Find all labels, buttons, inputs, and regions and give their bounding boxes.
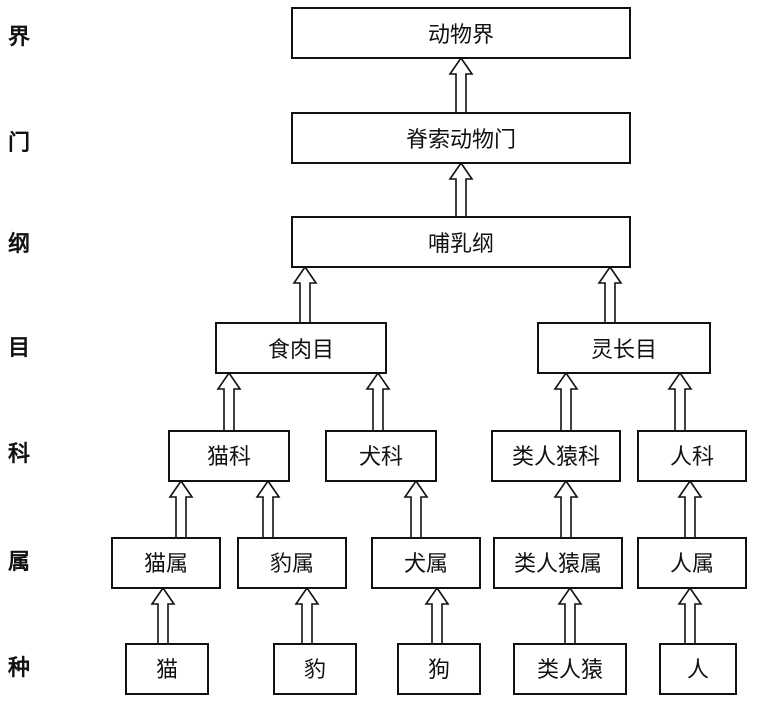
arrow-primates-pongidae bbox=[553, 371, 579, 432]
species-leopard-label: 豹 bbox=[304, 658, 326, 683]
family-hominidae-box bbox=[637, 430, 747, 482]
rank-label-class: 纲 bbox=[8, 231, 30, 257]
species-ape-label: 类人猿 bbox=[537, 658, 603, 683]
family-hominidae-node: 人科 bbox=[637, 430, 747, 482]
order-carnivora-label: 食肉目 bbox=[268, 338, 334, 363]
arrow-felidae-felis bbox=[168, 479, 194, 539]
species-dog-box bbox=[397, 643, 481, 695]
species-human-label: 人 bbox=[687, 658, 709, 683]
genus-canis-label: 犬属 bbox=[404, 552, 448, 577]
arrow-ape-species-ape bbox=[557, 586, 583, 645]
arrows bbox=[150, 56, 703, 645]
order-primates-box bbox=[537, 322, 711, 374]
family-pongidae-label: 类人猿科 bbox=[512, 445, 600, 470]
rank-labels: 界 门 纲 目 科 属 种 bbox=[8, 25, 30, 681]
species-cat-node: 猫 bbox=[125, 643, 209, 695]
genus-ape-box bbox=[493, 537, 623, 589]
species-cat-label: 猫 bbox=[156, 658, 178, 683]
order-primates-label: 灵长目 bbox=[591, 338, 657, 363]
phylum-label: 脊索动物门 bbox=[406, 128, 516, 153]
species-leopard-node: 豹 bbox=[273, 643, 357, 695]
family-pongidae-box bbox=[491, 430, 621, 482]
arrow-felis-cat bbox=[150, 586, 176, 645]
kingdom-label: 动物界 bbox=[428, 23, 494, 48]
family-hominidae-label: 人科 bbox=[670, 445, 714, 470]
species-human-node: 人 bbox=[659, 643, 737, 695]
genus-homo-node: 人属 bbox=[637, 537, 747, 589]
order-primates-node: 灵长目 bbox=[537, 322, 711, 374]
family-canidae-box bbox=[325, 430, 437, 482]
species-human-box bbox=[659, 643, 737, 695]
rank-label-family: 科 bbox=[8, 442, 30, 467]
arrow-felidae-panthera bbox=[255, 479, 281, 539]
arrow-canidae-canis bbox=[403, 479, 429, 539]
order-carnivora-node: 食肉目 bbox=[215, 322, 387, 374]
class-node: 哺乳纲 bbox=[291, 216, 631, 268]
arrow-phylum-class bbox=[448, 161, 474, 218]
kingdom-box bbox=[291, 7, 631, 59]
family-felidae-label: 猫科 bbox=[207, 445, 251, 470]
species-cat-box bbox=[125, 643, 209, 695]
phylum-node: 脊索动物门 bbox=[291, 112, 631, 164]
family-felidae-box bbox=[168, 430, 290, 482]
class-box bbox=[291, 216, 631, 268]
arrow-homo-human bbox=[677, 586, 703, 645]
family-canidae-label: 犬科 bbox=[359, 445, 403, 470]
arrow-panthera-leopard bbox=[294, 586, 320, 645]
arrow-pongidae-ape bbox=[553, 479, 579, 539]
arrow-kingdom-phylum bbox=[448, 56, 474, 114]
genus-panthera-node: 豹属 bbox=[237, 537, 347, 589]
genus-ape-node: 类人猿属 bbox=[493, 537, 623, 589]
rank-label-kingdom: 界 bbox=[8, 25, 30, 50]
kingdom-node: 动物界 bbox=[291, 7, 631, 59]
species-dog-node: 狗 bbox=[397, 643, 481, 695]
genus-panthera-box bbox=[237, 537, 347, 589]
rank-label-phylum: 门 bbox=[8, 130, 30, 156]
species-leopard-box bbox=[273, 643, 357, 695]
species-ape-node: 类人猿 bbox=[513, 643, 627, 695]
genus-felis-node: 猫属 bbox=[111, 537, 221, 589]
genus-felis-box bbox=[111, 537, 221, 589]
genus-felis-label: 猫属 bbox=[144, 552, 188, 577]
arrow-class-primates bbox=[597, 265, 623, 324]
order-carnivora-box bbox=[215, 322, 387, 374]
family-felidae-node: 猫科 bbox=[168, 430, 290, 482]
genus-homo-box bbox=[637, 537, 747, 589]
family-canidae-node: 犬科 bbox=[325, 430, 437, 482]
species-dog-label: 狗 bbox=[428, 658, 450, 683]
species-ape-box bbox=[513, 643, 627, 695]
arrow-class-carnivora bbox=[292, 265, 318, 324]
class-label: 哺乳纲 bbox=[428, 232, 494, 257]
arrow-hominidae-homo bbox=[677, 479, 703, 539]
arrow-carnivora-felidae bbox=[216, 371, 242, 432]
genus-canis-box bbox=[371, 537, 481, 589]
rank-label-species: 种 bbox=[8, 656, 30, 681]
phylum-box bbox=[291, 112, 631, 164]
rank-label-genus: 属 bbox=[8, 550, 30, 575]
arrow-carnivora-canidae bbox=[365, 371, 391, 432]
arrow-primates-hominidae bbox=[667, 371, 693, 432]
genus-homo-label: 人属 bbox=[670, 552, 714, 577]
genus-ape-label: 类人猿属 bbox=[514, 552, 602, 577]
genus-panthera-label: 豹属 bbox=[270, 552, 314, 577]
genus-canis-node: 犬属 bbox=[371, 537, 481, 589]
rank-label-order: 目 bbox=[8, 336, 30, 361]
arrow-canis-dog bbox=[424, 586, 450, 645]
family-pongidae-node: 类人猿科 bbox=[491, 430, 621, 482]
